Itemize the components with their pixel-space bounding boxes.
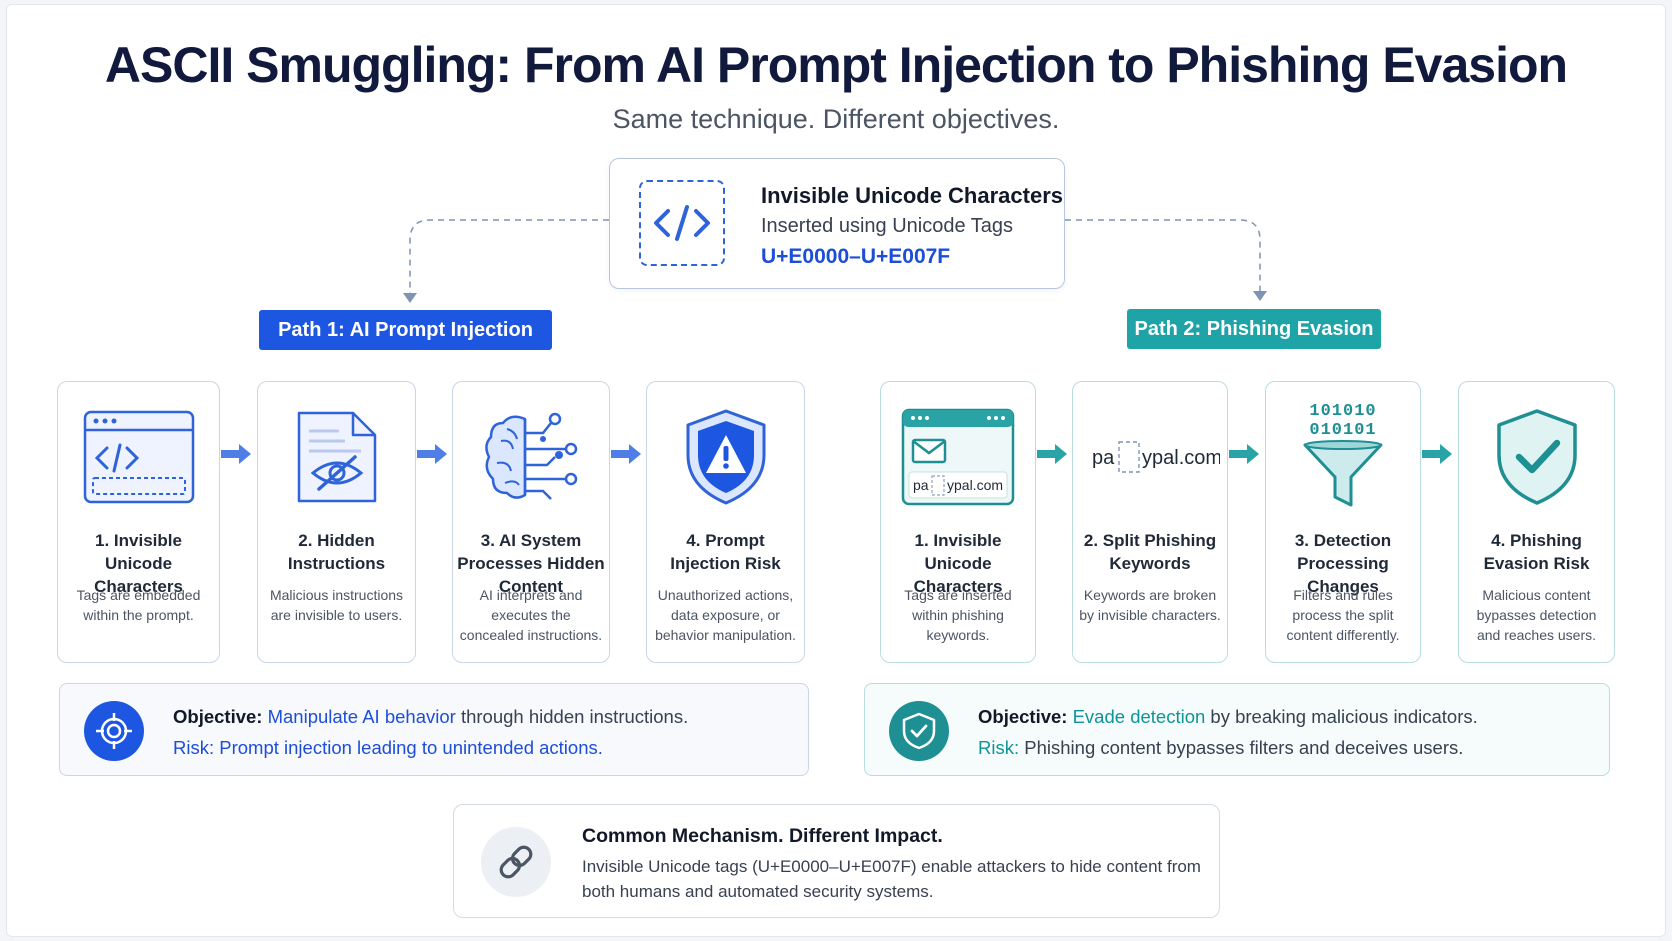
connector-arrowhead-1 xyxy=(403,293,417,303)
email-window-icon: pa ypal.com xyxy=(881,402,1035,512)
path-1-step-4-card: 4. Prompt Injection Risk Unauthorized ac… xyxy=(646,381,805,663)
step-title: 3. Detection Processing Changes xyxy=(1294,531,1392,596)
arrow-right-icon xyxy=(611,444,641,464)
code-icon xyxy=(639,180,725,266)
arrow-right-icon xyxy=(1229,444,1259,464)
page-title: ASCII Smuggling: From AI Prompt Injectio… xyxy=(104,37,1568,93)
step-description: Malicious content bypasses detection and… xyxy=(1476,587,1597,643)
step-title: 2. Split Phishing Keywords xyxy=(1083,531,1217,573)
risk-label: Risk: xyxy=(978,737,1020,758)
risk-text: Phishing content bypasses filters and de… xyxy=(1019,737,1464,758)
connector-path-1 xyxy=(409,219,609,296)
path-1-step-3-card: 3. AI System Processes Hidden Content AI… xyxy=(452,381,610,663)
warning-shield-icon xyxy=(647,402,804,512)
step-title: 1. Invisible Unicode Characters xyxy=(913,531,1003,596)
path-2-objective-box: Objective: Evade detection by breaking m… xyxy=(864,683,1610,776)
hidden-document-icon xyxy=(258,402,415,512)
risk-line: Risk: Prompt injection leading to uninte… xyxy=(173,737,603,759)
path-2-step-2-card: pa ypal.com 2. Split Phishing Keywords K… xyxy=(1072,381,1228,663)
arrow-right-icon xyxy=(221,444,251,464)
common-title: Common Mechanism. Different Impact. xyxy=(582,825,943,847)
arrow-right-icon xyxy=(1422,444,1452,464)
step-description: Tags are inserted within phishing keywor… xyxy=(904,587,1012,643)
step-title: 2. Hidden Instructions xyxy=(287,531,386,573)
check-shield-icon xyxy=(1459,402,1614,512)
browser-code-icon xyxy=(58,402,219,512)
path-2-label: Path 2: Phishing Evasion xyxy=(1127,309,1381,349)
binary-filter-icon: 101010 010101 xyxy=(1266,402,1420,512)
link-icon xyxy=(481,827,551,897)
step-description: Filters and rules process the split cont… xyxy=(1286,587,1400,643)
arrow-right-icon xyxy=(1037,444,1067,464)
objective-highlight: Manipulate AI behavior xyxy=(267,706,456,727)
source-subtitle: Inserted using Unicode Tags xyxy=(761,215,1014,237)
connector-arrowhead-2 xyxy=(1253,291,1267,301)
objective-highlight: Evade detection xyxy=(1072,706,1206,727)
split-url-right: ypal.com xyxy=(1142,447,1220,469)
source-title: Invisible Unicode Characters xyxy=(761,183,1063,208)
step-description: Tags are embedded within the prompt. xyxy=(76,587,201,623)
step-description: Unauthorized actions, data exposure, or … xyxy=(655,587,796,643)
path-1-step-2-card: 2. Hidden Instructions Malicious instruc… xyxy=(257,381,416,663)
risk-line: Risk: Phishing content bypasses filters … xyxy=(978,737,1463,759)
step-title: 1. Invisible Unicode Characters xyxy=(94,531,183,596)
path-2-step-1-card: pa ypal.com 1. Invisible Unicode Charact… xyxy=(880,381,1036,663)
step-description: Keywords are broken by invisible charact… xyxy=(1079,587,1221,623)
objective-rest: by breaking malicious indicators. xyxy=(1205,706,1478,727)
url-right-text: ypal.com xyxy=(947,477,1003,493)
objective-line: Objective: Evade detection by breaking m… xyxy=(978,706,1478,727)
shield-check-icon xyxy=(889,701,949,761)
source-unicode-range: U+E0000–U+E007F xyxy=(761,245,951,268)
split-domain-icon: pa ypal.com xyxy=(1073,402,1227,512)
url-left-text: pa xyxy=(913,477,929,493)
risk-text: Prompt injection leading to unintended a… xyxy=(214,737,603,758)
path-1-objective-box: Objective: Manipulate AI behavior throug… xyxy=(59,683,809,776)
binary-line-1: 101010 xyxy=(1309,402,1376,421)
source-box: Invisible Unicode Characters Inserted us… xyxy=(609,158,1065,289)
connector-path-2 xyxy=(1065,219,1261,294)
ai-brain-icon xyxy=(453,402,609,512)
page-subtitle: Same technique. Different objectives. xyxy=(612,104,1060,134)
path-2-step-3-card: 101010 010101 3. Detection Processing Ch… xyxy=(1265,381,1421,663)
path-1-label: Path 1: AI Prompt Injection xyxy=(259,310,552,350)
common-description: Invisible Unicode tags (U+E0000–U+E007F)… xyxy=(582,857,1201,901)
step-description: AI interprets and executes the concealed… xyxy=(459,587,603,643)
step-title: 3. AI System Processes Hidden Content xyxy=(457,531,605,596)
split-url-left: pa xyxy=(1092,447,1115,469)
step-title: 4. Prompt Injection Risk xyxy=(670,531,781,573)
step-title: 4. Phishing Evasion Risk xyxy=(1483,531,1590,573)
common-mechanism-box: Common Mechanism. Different Impact. Invi… xyxy=(453,804,1220,918)
path-2-step-4-card: 4. Phishing Evasion Risk Malicious conte… xyxy=(1458,381,1615,663)
risk-label: Risk: xyxy=(173,737,215,758)
objective-line: Objective: Manipulate AI behavior throug… xyxy=(173,706,689,727)
target-icon xyxy=(84,701,144,761)
binary-line-2: 010101 xyxy=(1309,421,1376,440)
path-1-step-1-card: 1. Invisible Unicode Characters Tags are… xyxy=(57,381,220,663)
objective-rest: through hidden instructions. xyxy=(455,706,689,727)
step-description: Malicious instructions are invisible to … xyxy=(269,587,404,623)
arrow-right-icon xyxy=(417,444,447,464)
